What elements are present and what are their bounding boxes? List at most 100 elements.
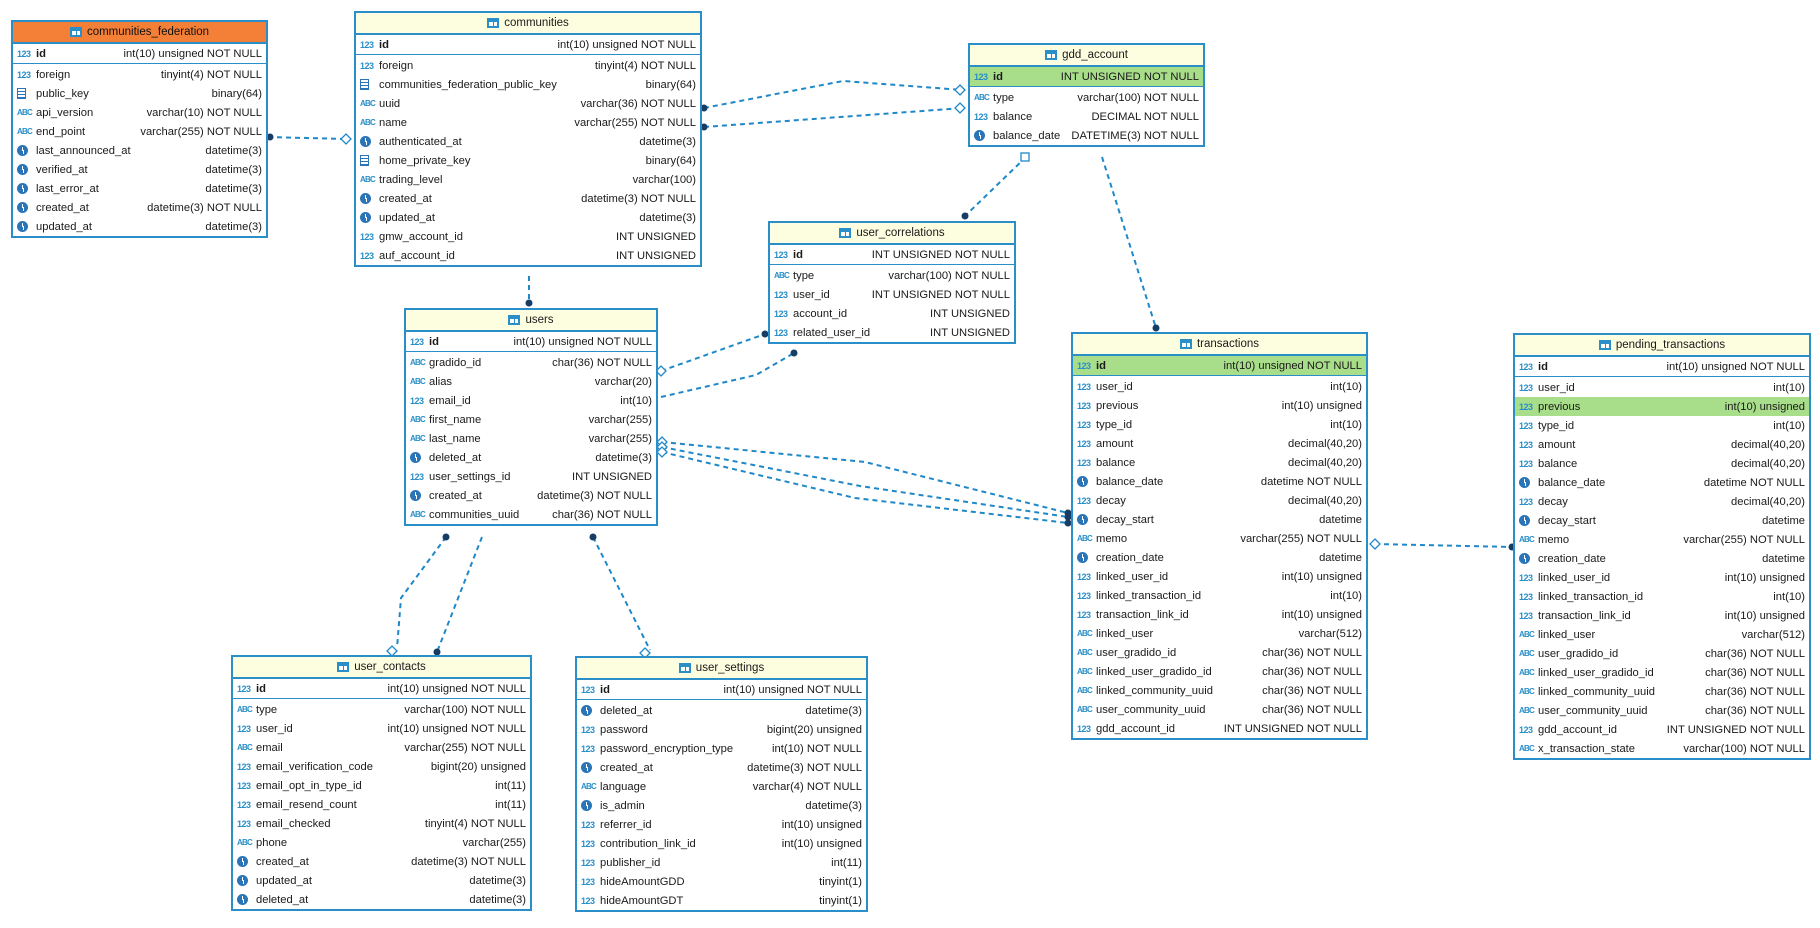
table-header[interactable]: pending_transactions: [1515, 335, 1809, 357]
table-header[interactable]: user_contacts: [233, 657, 530, 679]
table-header[interactable]: user_settings: [577, 658, 866, 680]
table-header[interactable]: communities: [356, 13, 700, 35]
table-header[interactable]: gdd_account: [970, 45, 1203, 67]
table-header[interactable]: communities_federation: [13, 22, 266, 44]
